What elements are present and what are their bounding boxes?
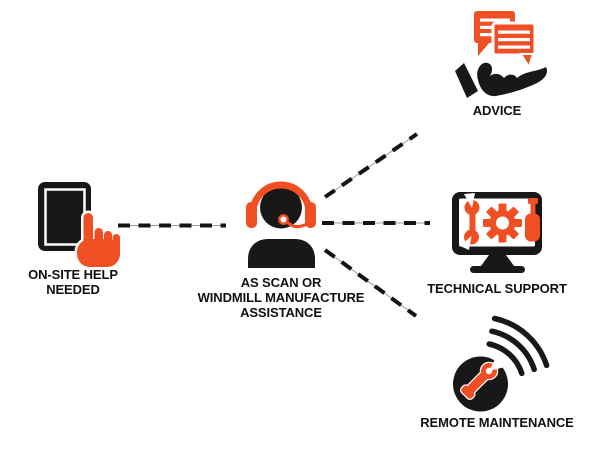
monitor-base bbox=[470, 266, 525, 273]
call-center-label-line1: AS SCAN OR bbox=[240, 275, 322, 290]
support-agent-headset-icon bbox=[246, 181, 316, 268]
chat-bubble-front bbox=[491, 21, 537, 70]
advice-label: ADVICE bbox=[472, 103, 522, 118]
onsite-help-label-line1: ON-SITE HELP bbox=[28, 267, 118, 282]
technical-support-label: TECHNICAL SUPPORT bbox=[427, 281, 567, 296]
screwdriver-icon bbox=[525, 198, 540, 242]
headset-earcup-left bbox=[246, 202, 257, 228]
remote-wrench-icon bbox=[460, 357, 505, 400]
remote-maintenance-label: REMOTE MAINTENANCE bbox=[420, 415, 574, 430]
connector-center-to-advice bbox=[323, 132, 419, 199]
headset-earcup-right bbox=[305, 202, 316, 228]
signal-waves-icon bbox=[486, 315, 550, 377]
pointing-hand-icon bbox=[77, 213, 120, 267]
wrench-icon bbox=[460, 193, 480, 250]
call-center-label-line3: ASSISTANCE bbox=[240, 305, 322, 320]
wrench-signal-icon bbox=[453, 315, 550, 412]
onsite-help-label-line2: NEEDED bbox=[46, 282, 100, 297]
onsite-help-label: ON-SITE HELP NEEDED bbox=[3, 267, 143, 297]
headset-mic-boom bbox=[285, 220, 308, 229]
monitor-stand bbox=[481, 255, 514, 266]
call-center-label-line2: WINDMILL MANUFACTURE bbox=[197, 290, 365, 305]
tablet-touch-icon bbox=[38, 182, 123, 270]
open-hand-icon bbox=[455, 62, 547, 98]
monitor-tools-icon bbox=[452, 192, 542, 273]
headset-band bbox=[249, 181, 313, 217]
chat-bubbles-hand-icon bbox=[455, 11, 547, 98]
headset-mic-tip bbox=[278, 214, 289, 225]
call-center-label: AS SCAN OR WINDMILL MANUFACTURE ASSISTAN… bbox=[191, 275, 371, 320]
gear-icon bbox=[483, 203, 522, 243]
connector-center-to-remote-maintenance bbox=[323, 248, 418, 318]
